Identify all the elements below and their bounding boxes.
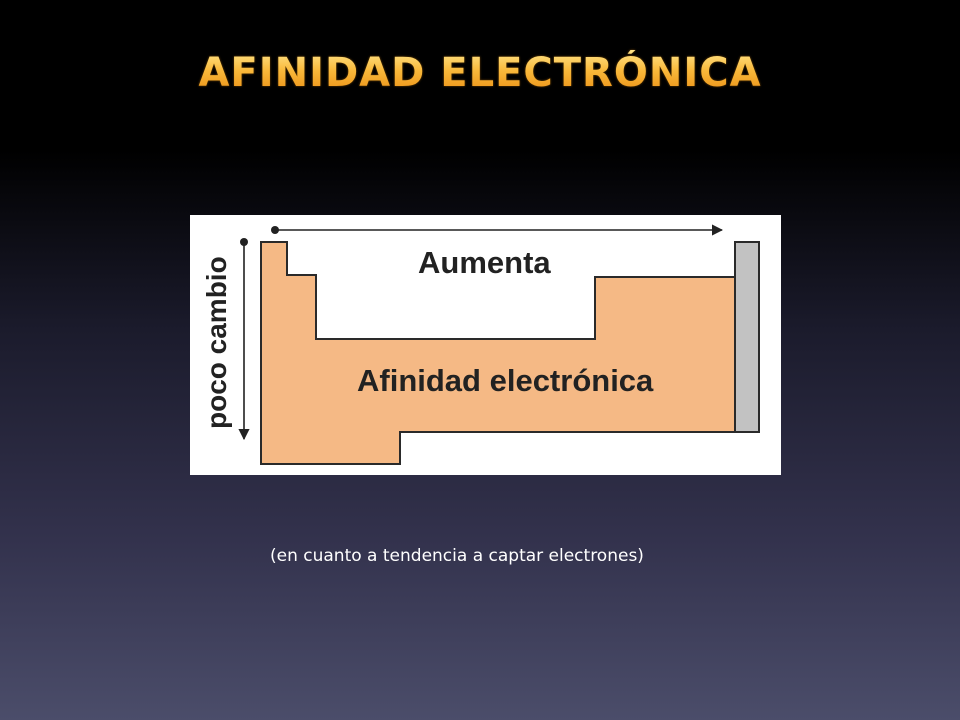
label-aumenta: Aumenta — [418, 245, 551, 280]
noble-gas-column — [734, 241, 760, 433]
slide-title: AFINIDAD ELECTRÓNICA — [0, 50, 960, 96]
horizontal-trend-arrow — [271, 224, 724, 236]
periodic-table-diagram: Aumenta Afinidad electrónica poco cambio — [190, 215, 781, 475]
label-afinidad-electronica: Afinidad electrónica — [357, 363, 654, 398]
periodic-table-shape — [260, 241, 736, 465]
vertical-trend-arrow — [238, 238, 250, 441]
label-poco-cambio: poco cambio — [201, 256, 232, 429]
slide-caption: (en cuanto a tendencia a captar electron… — [270, 546, 644, 566]
